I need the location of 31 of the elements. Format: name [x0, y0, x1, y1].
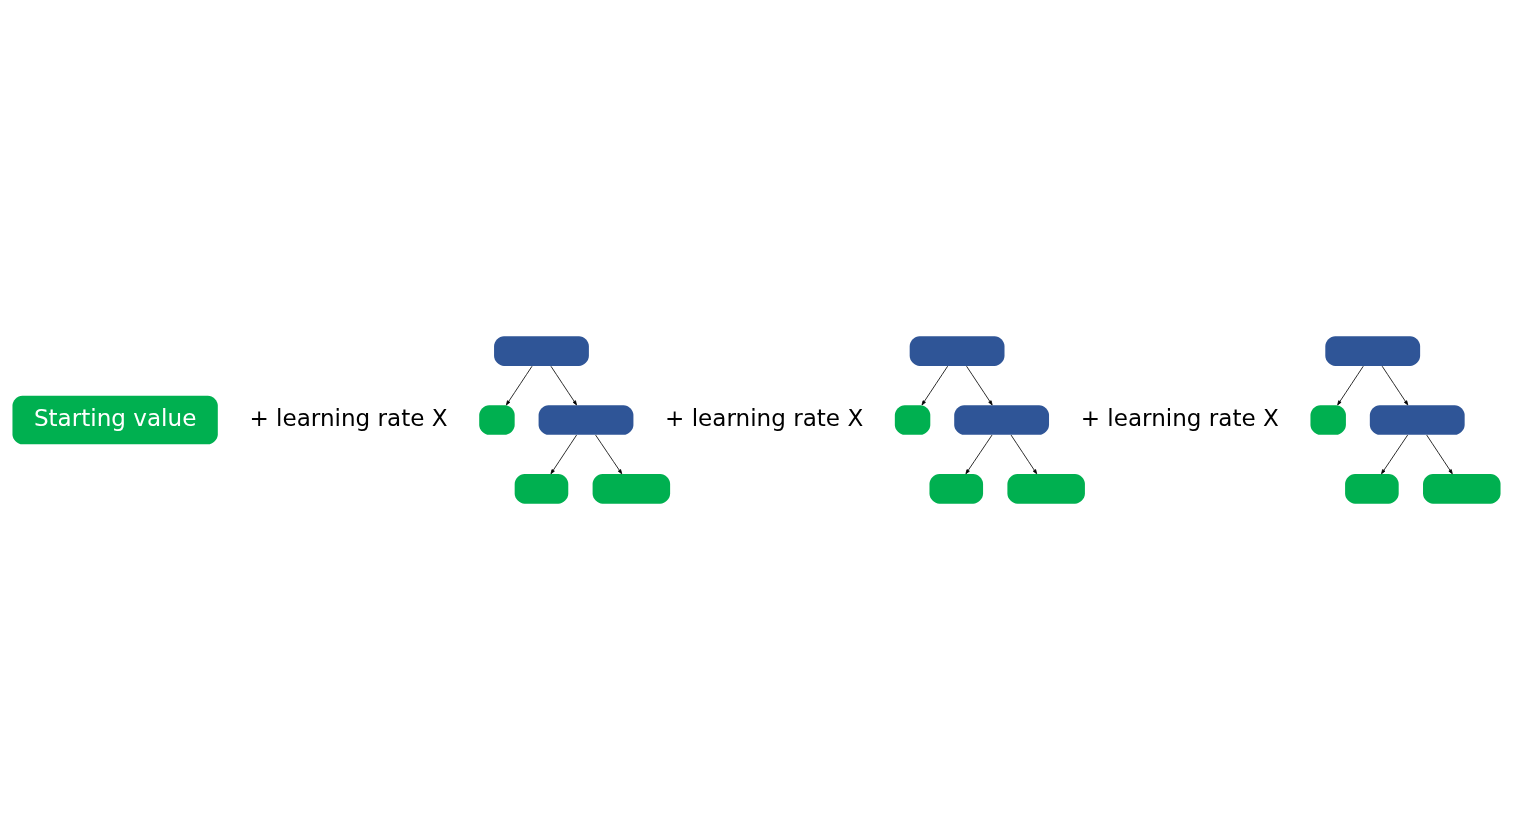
arrow [921, 365, 949, 405]
node-box [514, 473, 569, 504]
node-box [538, 404, 634, 435]
node-box [929, 473, 984, 504]
node-box [1325, 335, 1421, 366]
node-box [1007, 473, 1085, 504]
node-box [592, 473, 671, 504]
arrow [1010, 434, 1038, 474]
arrow [1426, 434, 1453, 474]
node-box [1423, 473, 1501, 504]
label: + learning rate X [1080, 404, 1279, 431]
arrow [550, 365, 577, 405]
node-box [479, 404, 515, 435]
arrow [965, 434, 993, 474]
node-box [894, 404, 931, 435]
label: + learning rate X [665, 404, 864, 431]
node-box [1369, 404, 1465, 435]
node-box [1345, 473, 1399, 504]
arrow [550, 434, 577, 474]
arrow [505, 365, 533, 405]
node-box [909, 335, 1005, 366]
label: + learning rate X [249, 404, 448, 431]
arrow [966, 365, 993, 405]
node-box [954, 404, 1050, 435]
node-box [1310, 404, 1346, 435]
arrow [595, 434, 623, 474]
arrow [1337, 365, 1364, 405]
arrow [1381, 434, 1409, 474]
node-box: Starting value [12, 395, 218, 444]
arrow [1381, 365, 1409, 405]
node-box [494, 335, 589, 366]
